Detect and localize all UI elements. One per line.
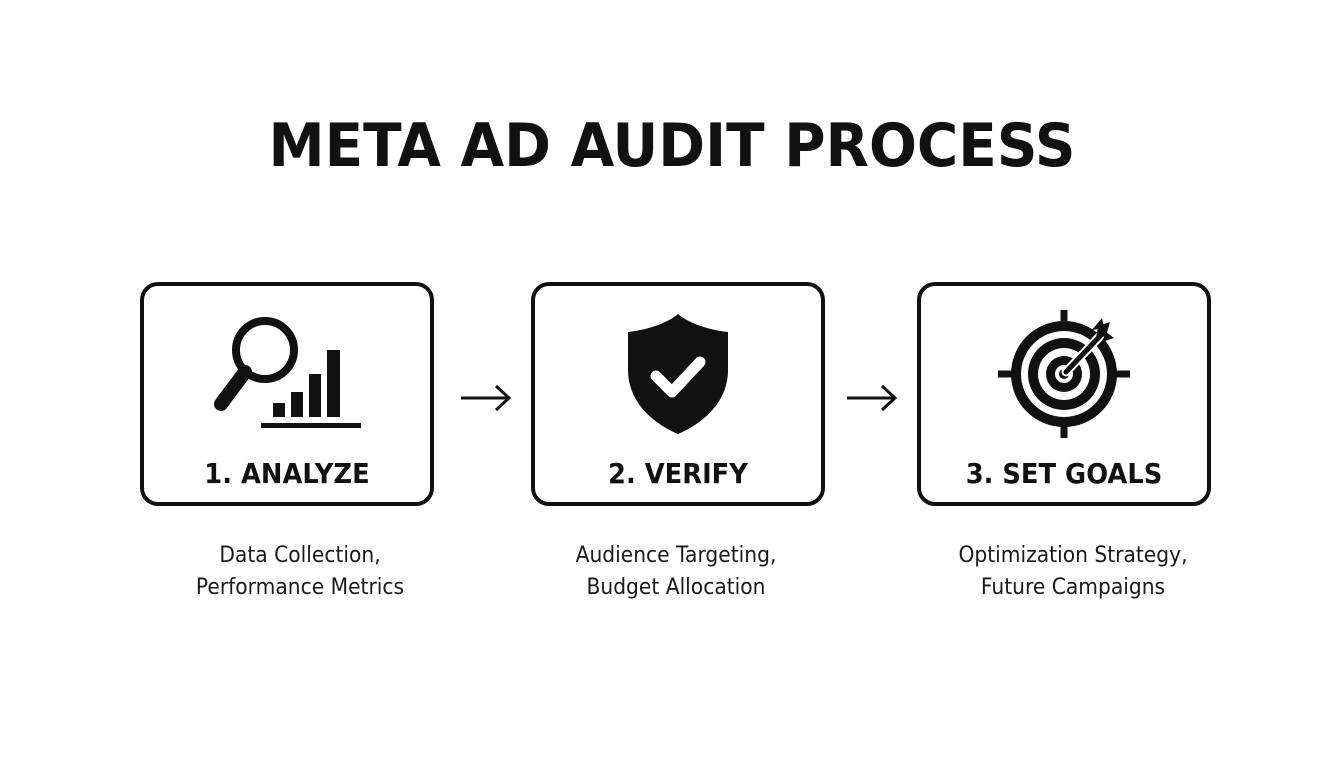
step-label: 3. SET GOALS — [965, 457, 1163, 490]
description-line: Data Collection, — [219, 543, 381, 568]
target-arrow-icon — [921, 308, 1207, 448]
step-description: Optimization Strategy, Future Campaigns — [926, 540, 1220, 604]
description-line: Performance Metrics — [195, 575, 405, 600]
description-line: Optimization Strategy, — [958, 543, 1188, 568]
magnifier-bar-chart-icon — [144, 308, 430, 448]
step-label: 2. VERIFY — [608, 457, 748, 490]
step-description: Data Collection, Performance Metrics — [153, 540, 447, 604]
description-line: Audience Targeting, — [575, 543, 777, 568]
step-label: 1. ANALYZE — [204, 457, 370, 490]
step-card-verify: 2. VERIFY — [531, 282, 825, 506]
page-title: META AD AUDIT PROCESS — [268, 111, 1076, 181]
description-line: Budget Allocation — [586, 575, 766, 600]
arrow-right-icon — [461, 384, 512, 412]
step-card-analyze: 1. ANALYZE — [140, 282, 434, 506]
step-card-set-goals: 3. SET GOALS — [917, 282, 1211, 506]
arrow-right-icon — [847, 384, 898, 412]
shield-check-icon — [535, 308, 821, 448]
description-line: Future Campaigns — [980, 575, 1166, 600]
step-description: Audience Targeting, Budget Allocation — [529, 540, 823, 604]
